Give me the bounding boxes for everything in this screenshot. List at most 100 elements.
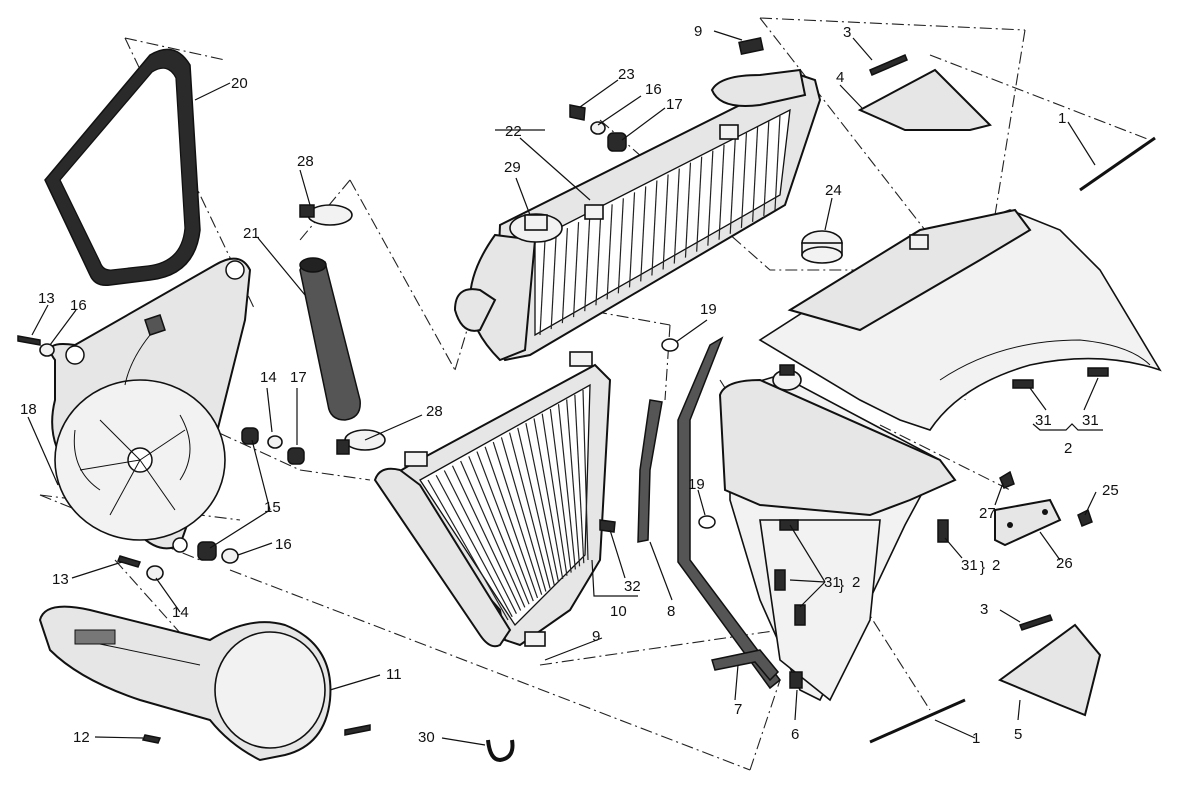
callout-brace-2c: } — [839, 577, 844, 594]
upper-radiator-fin — [707, 150, 714, 246]
callout-14b: 14 — [172, 604, 189, 621]
callout-13b: 13 — [52, 571, 69, 588]
callout-2c: 2 — [852, 574, 860, 591]
callout-12: 12 — [73, 729, 90, 746]
fasteners-upper — [569, 36, 764, 152]
callout-2a: 2 — [1064, 440, 1072, 457]
callout-3a: 3 — [843, 24, 851, 41]
parts-1-rods — [869, 136, 1156, 744]
callout-28b: 28 — [426, 403, 443, 420]
upper-radiator-fin — [740, 132, 748, 228]
lower-radiator-fin — [566, 399, 581, 567]
callout-30: 30 — [418, 729, 435, 746]
part-22-upper-radiator — [453, 68, 822, 362]
part-30-clip — [486, 739, 515, 763]
callout-20: 20 — [231, 75, 248, 92]
fasteners-left — [17, 335, 305, 744]
callout-31a: 31 — [1035, 412, 1052, 429]
upper-radiator-fin — [595, 210, 602, 306]
callout-15: 15 — [264, 499, 281, 516]
upper-radiator-fin — [696, 156, 703, 252]
parts-31-rubber-pads — [774, 519, 949, 626]
upper-radiator-fin — [774, 114, 781, 211]
lower-radiator-fin — [525, 423, 560, 583]
upper-radiator-fin — [561, 228, 568, 324]
callout-1a: 1 — [1058, 110, 1066, 127]
upper-radiator-fin — [617, 198, 624, 294]
part-10-lower-radiator — [373, 351, 616, 648]
callout-29: 29 — [504, 159, 521, 176]
lower-radiator-fin — [476, 451, 534, 602]
callout-21: 21 — [243, 225, 260, 242]
upper-radiator-fin — [662, 174, 669, 270]
upper-radiator-fin — [673, 168, 680, 264]
upper-radiator-fin — [684, 162, 692, 258]
lower-radiator-fin — [582, 389, 589, 561]
part-21-coolant-hose — [299, 204, 386, 455]
part-24-tank-cap — [801, 230, 843, 264]
callout-9b: 9 — [592, 628, 600, 645]
upper-radiator-fin — [628, 192, 636, 288]
upper-radiator-fin — [539, 239, 546, 336]
callout-27: 27 — [979, 505, 996, 522]
callout-16a: 16 — [70, 297, 87, 314]
callout-26: 26 — [1056, 555, 1073, 572]
upper-radiator-fin — [584, 216, 591, 312]
upper-radiator-fin — [572, 222, 580, 318]
callout-brace-2b: } — [980, 559, 985, 576]
part-2-air-duct — [758, 208, 1162, 431]
part-6-clip — [789, 671, 803, 689]
callout-labels: 20 28 21 13 16 18 14 17 28 15 16 13 14 1… — [20, 23, 1119, 747]
upper-radiator-fin — [640, 186, 647, 282]
lower-radiator-fin — [427, 479, 509, 621]
leader-lines — [27, 30, 1103, 746]
lower-radiator-fin — [549, 408, 572, 573]
part-18-cooling-fan — [49, 257, 252, 553]
callout-24: 24 — [825, 182, 842, 199]
part-26-bracket — [994, 470, 1093, 547]
lower-radiator-fin — [517, 427, 555, 586]
upper-radiator-fin — [729, 138, 736, 234]
lower-radiator-fin — [508, 432, 551, 589]
callout-31c: 31 — [961, 557, 978, 574]
callout-25: 25 — [1102, 482, 1119, 499]
lower-radiator-fin — [574, 394, 585, 564]
part-5-cover — [997, 614, 1102, 717]
callout-14a: 14 — [260, 369, 277, 386]
callout-2b: 2 — [992, 557, 1000, 574]
lower-radiator-fin — [500, 437, 547, 592]
upper-radiator-fin — [550, 234, 557, 330]
callout-18: 18 — [20, 401, 37, 418]
callout-28a: 28 — [297, 153, 314, 170]
callout-4: 4 — [836, 69, 844, 86]
lower-radiator-fin — [533, 418, 564, 580]
part-8-overflow-hose — [637, 338, 716, 543]
callout-1b: 1 — [972, 730, 980, 747]
lower-radiator-fin — [451, 465, 522, 611]
part-11-fan-shroud — [38, 605, 371, 762]
upper-radiator-fin — [752, 126, 759, 222]
callout-23: 23 — [618, 66, 635, 83]
callout-8: 8 — [667, 603, 675, 620]
lower-radiator-fin — [541, 413, 568, 576]
part-20-frame-gasket — [44, 48, 201, 287]
callout-22: 22 — [505, 123, 522, 140]
lower-radiator-fin — [468, 456, 530, 605]
callout-6: 6 — [791, 726, 799, 743]
callout-10: 10 — [610, 603, 627, 620]
callout-31d: 31 — [824, 574, 841, 591]
lower-radiator-fin — [443, 470, 517, 614]
lower-radiator-fin — [460, 460, 526, 608]
lower-radiator-fin — [492, 441, 543, 595]
callout-32: 32 — [624, 578, 641, 595]
callout-17a: 17 — [290, 369, 307, 386]
callout-13a: 13 — [38, 290, 55, 307]
callout-16b: 16 — [275, 536, 292, 553]
lower-radiator-fin — [435, 474, 513, 618]
callout-19b: 19 — [688, 476, 705, 493]
upper-radiator-fin — [606, 204, 613, 300]
lower-radiator-fin — [557, 404, 576, 570]
callout-7: 7 — [734, 701, 742, 718]
lower-radiator-fin — [484, 446, 539, 599]
